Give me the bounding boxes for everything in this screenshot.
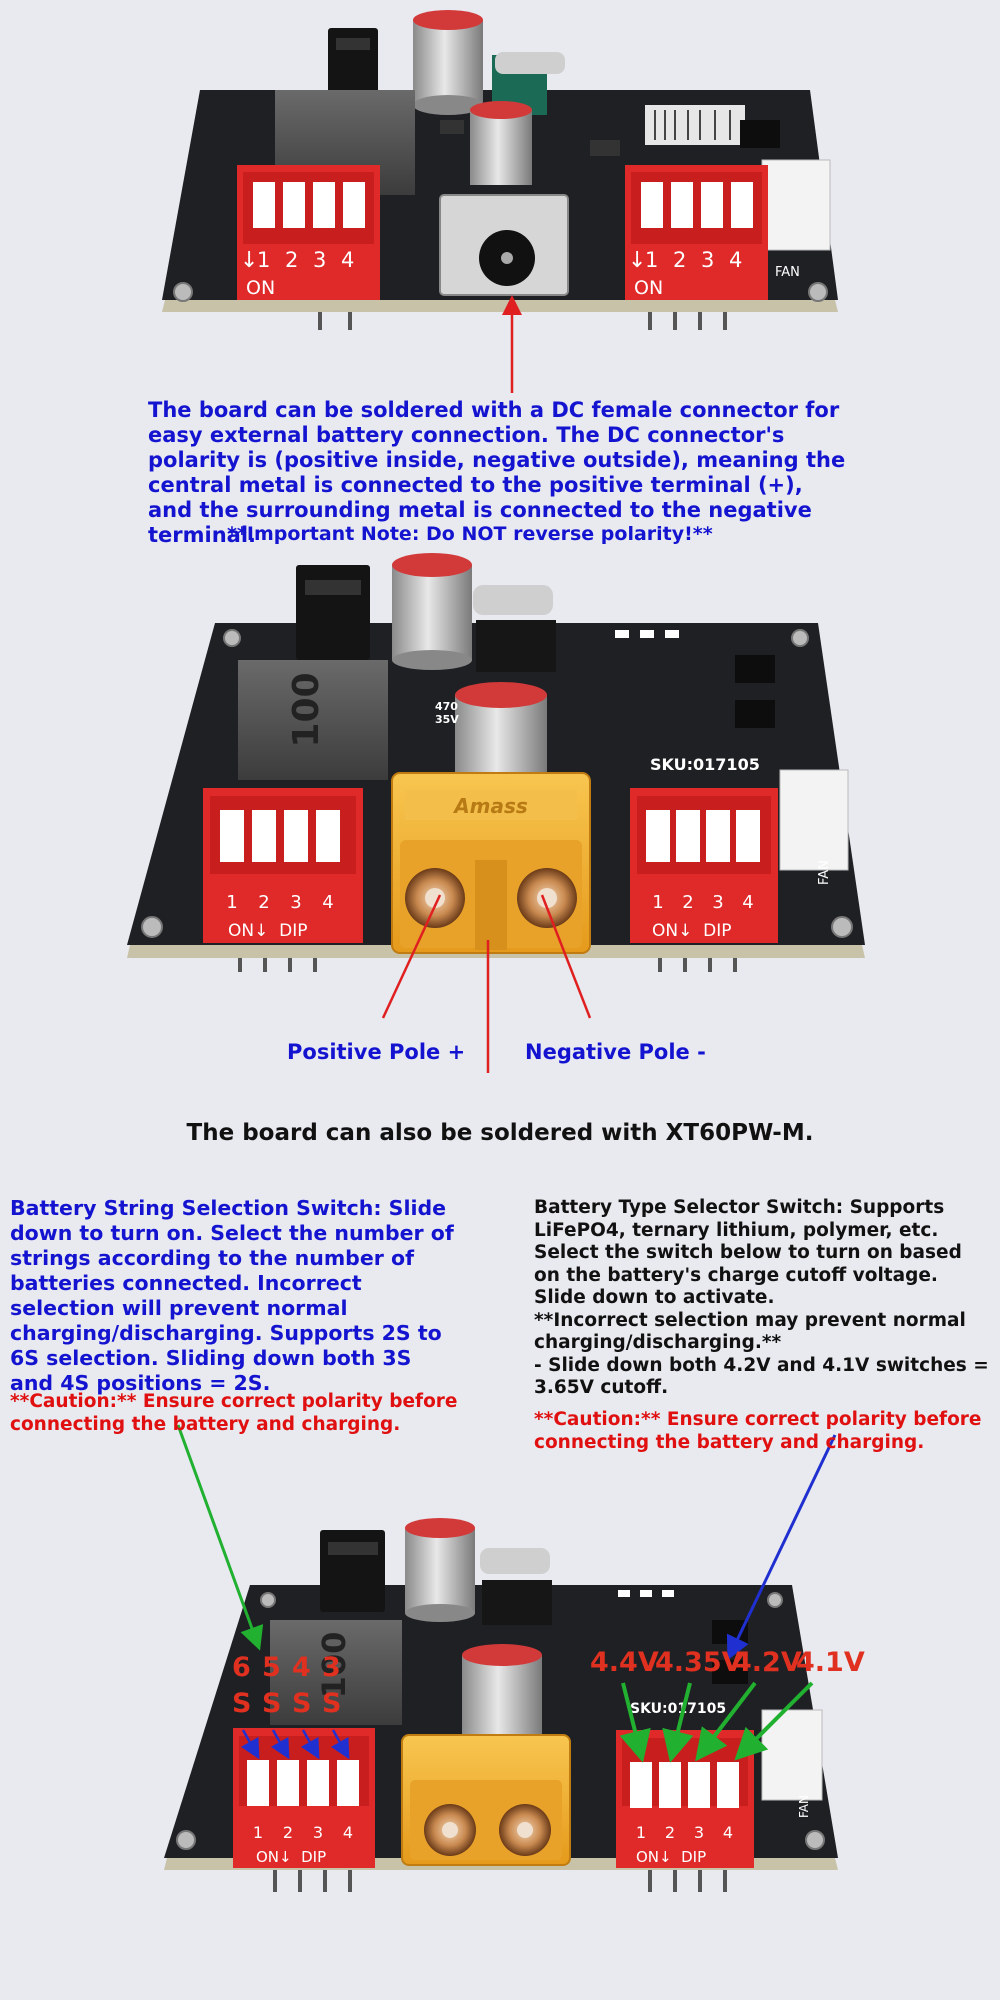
b1-right-on: ON (634, 277, 664, 299)
inductor-marking-3: 100 (315, 1632, 353, 1699)
b1-left-on-arrow: ↓ (240, 248, 259, 273)
b1-left-num-1: 1 (257, 248, 271, 272)
b1-right-num-1: 1 (645, 248, 659, 272)
dip-right-num-4: 4 (742, 892, 753, 913)
dip-left-num-1: 1 (226, 892, 237, 913)
dip3-left-num-4: 4 (343, 1823, 353, 1842)
fan-label: FAN (817, 860, 832, 885)
dip-left-num-2: 2 (258, 892, 269, 913)
voltage-label-4-35v: 4.35V (655, 1647, 743, 1678)
pole-pointers (381, 894, 592, 1073)
voltage-label-4-2v: 4.2V (733, 1647, 802, 1678)
fan-label-3: FAN (797, 1795, 811, 1818)
string-switch-description: Battery String Selection Switch: Slide d… (10, 1196, 454, 1395)
dip3-left-num-2: 2 (283, 1823, 293, 1842)
negative-pole-label: Negative Pole - (525, 1040, 706, 1064)
b1-right-on-arrow: ↓ (628, 248, 647, 273)
dip3-right-num-2: 2 (665, 1823, 675, 1842)
type-switch-line-1: Battery Type Selector Switch: Supports L… (534, 1197, 962, 1308)
b1-right-num-3: 3 (701, 248, 715, 272)
string-label-6s: 6S (232, 1652, 252, 1719)
b1-right-num-2: 2 (673, 248, 687, 272)
b1-right-num-4: 4 (729, 248, 743, 272)
board-dip-switches: 100 SKU:017105 FAN 1 2 3 4 ON↓ DIP 1 2 3… (164, 1518, 838, 1892)
positive-pole-label: Positive Pole + (287, 1040, 466, 1064)
b2-cap-marking: 470 35V (435, 700, 459, 726)
annotation-arrows (176, 1424, 837, 1763)
dip3-left-num-3: 3 (313, 1823, 323, 1842)
board-dc-connector (162, 10, 838, 330)
dip-right-ondip: ON↓ DIP (652, 921, 732, 941)
b1-fan-label: FAN (775, 265, 800, 280)
dip-left-num-3: 3 (290, 892, 301, 913)
dip3-left-ondip: ON↓ DIP (256, 1848, 326, 1866)
string-label-3s: 3S (322, 1652, 342, 1719)
dip-right-num-3: 3 (712, 892, 723, 913)
dc-connector-description: The board can be soldered with a DC fema… (148, 398, 846, 547)
xt60-caption: The board can also be soldered with XT60… (186, 1120, 814, 1146)
sku-label: SKU:017105 (650, 755, 760, 774)
dip3-right-num-3: 3 (694, 1823, 704, 1842)
dip-right-num-2: 2 (682, 892, 693, 913)
dip-left-num-4: 4 (322, 892, 333, 913)
type-switch-line-3: - Slide down both 4.2V and 4.1V switches… (534, 1354, 989, 1399)
string-switch-caution: **Caution:** Ensure correct polarity bef… (10, 1391, 458, 1435)
voltage-label-4-4v: 4.4V (590, 1647, 659, 1678)
connector-brand: Amass (452, 794, 528, 818)
b1-left-num-3: 3 (313, 248, 327, 272)
dip3-left-num-1: 1 (253, 1823, 263, 1842)
board-xt60: 100 SKU:017105 FAN 1 2 3 4 ON↓ DIP 1 2 3… (127, 553, 865, 972)
type-switch-description: Battery Type Selector Switch: Supports L… (534, 1197, 994, 1400)
inductor-marking: 100 (286, 672, 327, 747)
voltage-label-4-1v: 4.1V (796, 1647, 865, 1678)
type-switch-line-2: **Incorrect selection may prevent normal… (534, 1309, 966, 1354)
dip-right-num-1: 1 (652, 892, 663, 913)
dip3-right-num-4: 4 (723, 1823, 733, 1842)
dip-left-ondip: ON↓ DIP (228, 921, 308, 941)
string-label-5s: 5S (262, 1652, 282, 1719)
string-label-4s: 4S (292, 1652, 312, 1719)
b1-left-on: ON (246, 277, 276, 299)
type-switch-caution: **Caution:** Ensure correct polarity bef… (534, 1409, 982, 1453)
sku-label-3: SKU:017105 (630, 1701, 726, 1717)
b1-left-num-2: 2 (285, 248, 299, 272)
dip3-right-ondip: ON↓ DIP (636, 1848, 706, 1866)
b1-left-num-4: 4 (341, 248, 355, 272)
dip3-right-num-1: 1 (636, 1823, 646, 1842)
dc-polarity-note: **Important Note: Do NOT reverse polarit… (227, 523, 713, 545)
